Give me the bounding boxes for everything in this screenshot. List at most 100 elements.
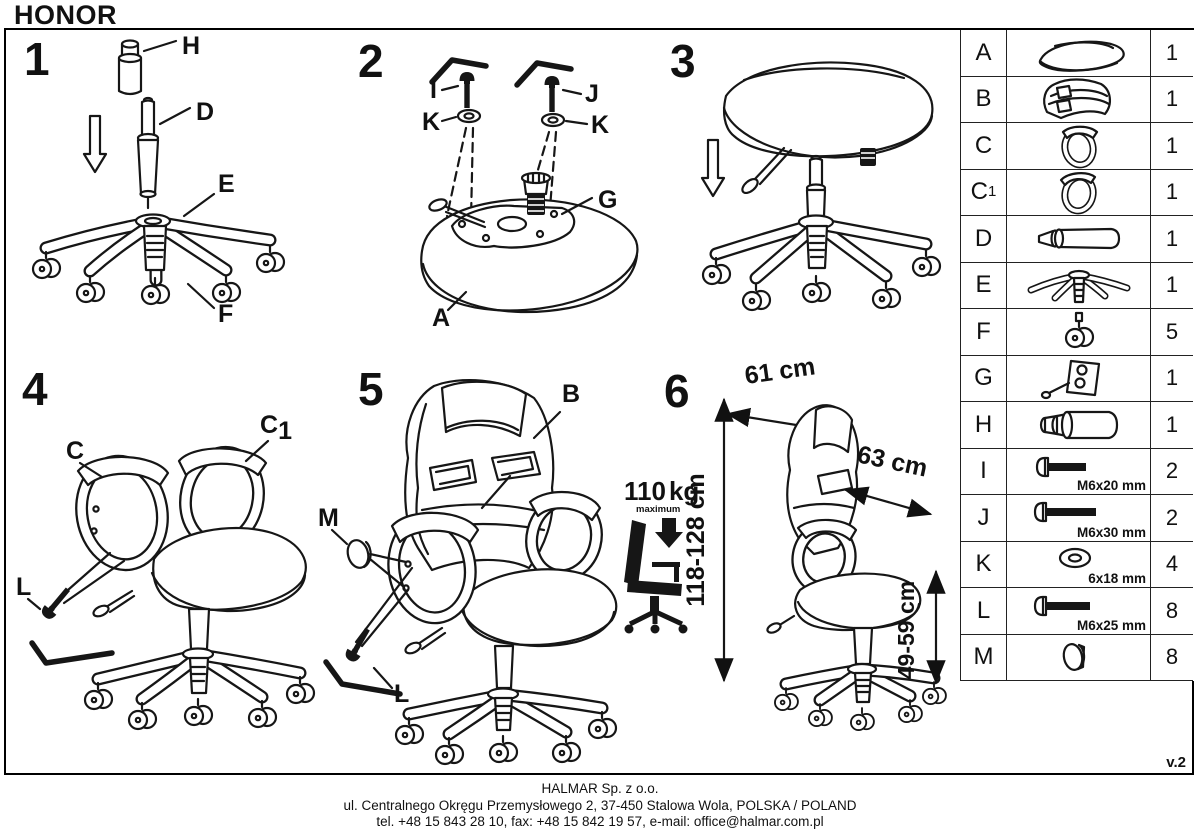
footer-company: HALMAR Sp. z o.o. <box>541 781 659 796</box>
armrest-right-icon <box>1007 169 1151 216</box>
seat-assembly-icon <box>722 61 934 195</box>
armrest-left-icon <box>1007 123 1151 170</box>
base-star-icon <box>39 213 277 287</box>
part-letter: E <box>961 262 1007 309</box>
step-1: 1 H D <box>18 32 328 361</box>
label-E: E <box>218 170 235 198</box>
gas-lift-icon <box>136 96 160 210</box>
step-6: 6 61 cm 118-128 cm <box>624 352 954 732</box>
step-5: 5 B <box>314 358 646 770</box>
footer-address: ul. Centralnego Okręgu Przemysłowego 2, … <box>343 797 857 813</box>
gas-lift-icon <box>1007 216 1151 263</box>
part-letter: B <box>961 76 1007 123</box>
backrest-icon <box>1007 76 1151 123</box>
part-letter: J <box>961 495 1007 542</box>
dim-width: 61 cm <box>743 352 817 390</box>
washer-size: 6x18 mm <box>1088 571 1146 586</box>
bolt-icon: M6x25 mm <box>1007 588 1151 635</box>
cap-icon <box>346 539 370 569</box>
page-title: HONOR <box>14 0 117 30</box>
part-letter: G <box>961 355 1007 402</box>
label-B: B <box>562 380 580 408</box>
label-F: F <box>218 300 233 328</box>
bolt-icon: M6x20 mm <box>1007 448 1151 495</box>
step-4-illustration-armrests: L C C1 <box>16 411 316 731</box>
base-icon <box>394 626 618 766</box>
bolt-icon <box>343 625 374 665</box>
part-qty: 4 <box>1151 542 1193 588</box>
caster-icon <box>255 244 286 274</box>
caster-icon <box>140 276 171 306</box>
step-1-number: 1 <box>24 33 50 85</box>
step-2-illustration-mechanism-to-seat: I J K K <box>420 57 639 332</box>
step-4-number: 4 <box>22 363 48 415</box>
step-6-illustration-dimensions: 61 cm 118-128 cm <box>624 352 947 732</box>
armrest-left-icon <box>75 454 170 572</box>
svg-text:maximum: maximum <box>636 504 680 515</box>
label-J: J <box>585 80 599 108</box>
dim-height: 118-128 cm <box>682 473 710 606</box>
label-H: H <box>182 32 200 60</box>
part-qty: 8 <box>1151 588 1193 635</box>
base-icon <box>83 589 316 731</box>
label-I: I <box>430 76 437 104</box>
seat-icon <box>1007 30 1151 77</box>
seat-icon <box>460 568 618 648</box>
caster-icon <box>211 274 242 304</box>
washer-icon: 6x18 mm <box>1007 541 1151 588</box>
label-K-left: K <box>422 108 440 136</box>
label-K-right: K <box>591 111 609 139</box>
label-L: L <box>394 680 409 708</box>
bolt-size: M6x25 mm <box>1076 617 1146 633</box>
gas-lift-cover-icon <box>117 39 143 96</box>
bolt-icon <box>39 584 74 622</box>
part-qty: 1 <box>1151 30 1193 77</box>
step-5-number: 5 <box>358 363 384 415</box>
label-C1: C1 <box>260 411 292 445</box>
armrest-left-icon <box>387 511 480 625</box>
instruction-panel: 1 H D <box>4 28 1194 775</box>
part-letter: A <box>961 30 1007 77</box>
mechanism-icon <box>428 171 576 249</box>
depth-arrow <box>843 486 933 518</box>
base-with-gas-lift-icon <box>701 154 942 312</box>
step-5-illustration-backrest: B M <box>318 379 618 766</box>
part-qty: 1 <box>1151 356 1193 402</box>
chair-side-view-icon <box>766 404 947 732</box>
part-qty: 1 <box>1151 402 1193 449</box>
dim-depth: 63 cm <box>855 440 930 482</box>
caster-icon <box>31 250 62 280</box>
allen-key-icon <box>323 659 403 697</box>
part-letter: L <box>961 588 1007 635</box>
step-1-illustration-base-assembly: H D <box>31 32 286 328</box>
part-letter: K <box>961 541 1007 588</box>
part-qty: 2 <box>1151 495 1193 542</box>
part-letter: I <box>961 448 1007 495</box>
part-qty: 1 <box>1151 77 1193 123</box>
bolt-icon <box>459 72 475 108</box>
step-3-illustration-seat-onto-base <box>700 61 942 312</box>
part-letter: F <box>961 309 1007 356</box>
label-M: M <box>318 504 339 532</box>
allen-key-icon <box>29 640 115 666</box>
allen-key-icon <box>514 60 574 88</box>
dim-seat-height: 49-59 cm <box>893 581 919 679</box>
part-qty: 1 <box>1151 170 1193 216</box>
step-4: 4 <box>14 363 346 731</box>
bolt-icon <box>544 76 560 112</box>
washer-icon <box>456 108 482 124</box>
label-L: L <box>16 573 31 601</box>
footer: HALMAR Sp. z o.o. ul. Centralnego Okręgu… <box>0 781 1200 831</box>
part-letter: D <box>961 216 1007 263</box>
allen-key-icon <box>429 57 489 85</box>
footer-contact: tel. +48 15 843 28 10, fax: +48 15 842 1… <box>376 814 824 829</box>
bolt-size: M6x20 mm <box>1076 478 1146 493</box>
label-A: A <box>432 304 450 332</box>
caster-icon <box>1007 309 1151 356</box>
part-letter: H <box>961 402 1007 449</box>
down-arrow-icon <box>655 518 683 548</box>
base-star-icon <box>1007 262 1151 309</box>
step-3: 3 <box>664 36 964 336</box>
